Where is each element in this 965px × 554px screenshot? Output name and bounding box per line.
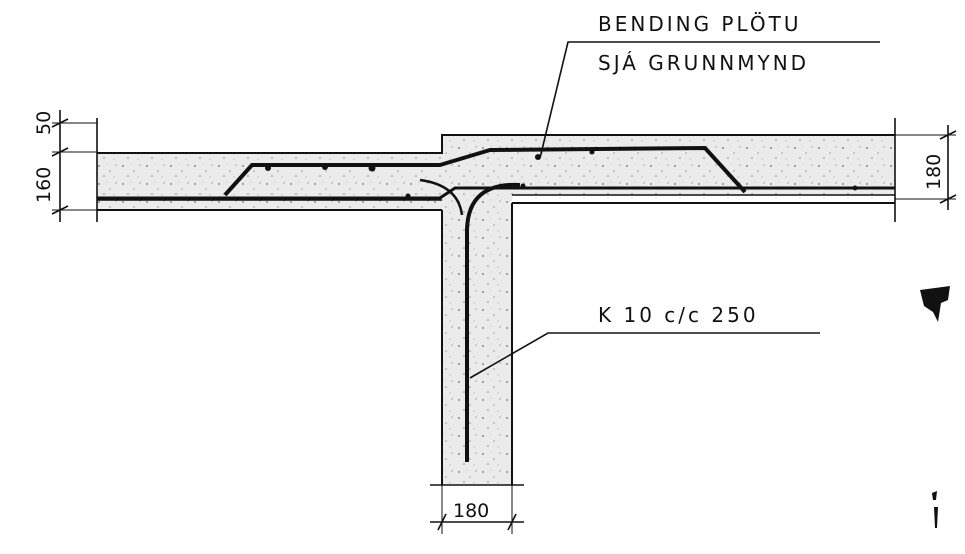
leaders <box>469 41 880 379</box>
bottom-slab-bar <box>97 186 895 200</box>
scan-marks <box>920 286 950 528</box>
bottom-dimension: 180 <box>430 485 524 534</box>
wall-bar-hook <box>465 182 521 462</box>
right-dimension: 180 <box>895 125 957 210</box>
concrete-fill <box>97 135 895 485</box>
label-rebar-spec: K 10 c/c 250 <box>598 303 759 327</box>
dim-left-top: 50 <box>33 111 55 135</box>
wall-bar-left-hook <box>419 178 464 216</box>
label-bending-plotu: BENDING PLÖTU <box>598 12 802 36</box>
reinforcement <box>97 146 895 462</box>
dim-right-slab: 180 <box>923 154 945 190</box>
top-slab-bar <box>223 146 747 197</box>
dim-left-slab: 160 <box>33 167 55 203</box>
label-sja-grunnmynd: SJÁ GRUNNMYND <box>598 51 809 75</box>
rebar-leader-line <box>469 332 820 379</box>
left-dimension: 50 160 <box>33 110 97 222</box>
concrete-section <box>96 118 896 486</box>
dim-bottom-wall: 180 <box>453 500 489 522</box>
slab-top-outline <box>97 134 895 154</box>
top-leader-line <box>539 41 880 159</box>
